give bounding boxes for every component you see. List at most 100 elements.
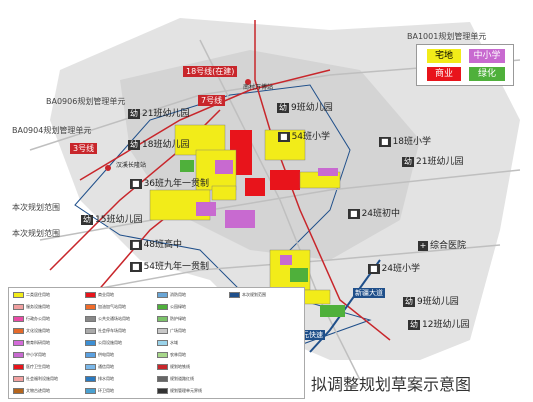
- legend-bottom-item: 文物古迹用地: [13, 388, 50, 394]
- facility-label: +综合医院: [418, 241, 467, 251]
- highway-label-2: 新元快速: [293, 330, 325, 340]
- legend-text: 规划地铁线: [170, 364, 190, 369]
- legend-commercial: 商业: [427, 67, 461, 81]
- legend-bottom-item: 社会停车场用地: [85, 328, 126, 334]
- legend-text: 中小学用地: [26, 352, 46, 357]
- legend-text: 防护绿地: [170, 316, 186, 321]
- legend-text: 水域: [170, 340, 178, 345]
- school-icon: ■: [130, 262, 142, 272]
- legend-text: 商业用地: [98, 292, 114, 297]
- legend-bottom-item: 商业用地: [85, 292, 114, 298]
- legend-text: 排水用地: [98, 376, 114, 381]
- legend-text: 通信用地: [98, 364, 114, 369]
- legend-text: 教育科研用地: [26, 340, 50, 345]
- school-icon: ■: [130, 240, 142, 250]
- facility-label: ■18班小学: [379, 137, 432, 147]
- legend-bottom-item: 医疗卫生用地: [13, 364, 50, 370]
- legend-text: 广场用地: [170, 328, 186, 333]
- legend-bottom-item: 规划地铁线: [157, 364, 190, 370]
- legend-text: 行政办公用地: [26, 316, 50, 321]
- metro-line-3-label: 3号线: [70, 143, 98, 154]
- legend-text: 文化设施用地: [26, 328, 50, 333]
- legend-bottom-item: 供电用地: [85, 352, 114, 358]
- highway-line: [309, 259, 381, 353]
- school-icon: ■: [348, 209, 360, 219]
- legend-bottom-item: 文化设施用地: [13, 328, 50, 334]
- legend-bottom-item: 行政办公用地: [13, 316, 50, 322]
- legend-swatch: [85, 328, 96, 334]
- legend-bottom-item: 防护绿地: [157, 316, 186, 322]
- legend-bottom-item: 加油加气站用地: [85, 304, 126, 310]
- facility-label: ■24班小学: [368, 264, 421, 274]
- top-legend: 宅地 中小学 商业 绿化: [416, 44, 514, 86]
- legend-text: 文物古迹用地: [26, 388, 50, 393]
- legend-residential: 宅地: [427, 49, 461, 63]
- legend-swatch: [157, 316, 168, 322]
- legend-text: 二类居住用地: [26, 292, 50, 297]
- facility-label: ■24班初中: [348, 209, 401, 219]
- map-caption: 拟调整规划草案示意图: [311, 375, 472, 394]
- legend-swatch: [13, 304, 24, 310]
- legend-text: 环卫用地: [98, 388, 114, 393]
- legend-text: 消防用地: [170, 292, 186, 297]
- legend-swatch: [13, 352, 24, 358]
- legend-bottom-item: 规划管理单元界线: [157, 388, 202, 394]
- unit-label-ba1001: BA1001规划管理单元: [407, 32, 487, 41]
- legend-text: 服务设施用地: [26, 304, 50, 309]
- legend-swatch: [85, 388, 96, 394]
- legend-bottom-item: 规划道路红线: [157, 376, 194, 382]
- legend-text: 公共交通场站用地: [98, 316, 130, 321]
- legend-swatch: [157, 376, 168, 382]
- legend-swatch: [13, 364, 24, 370]
- legend-swatch: [13, 376, 24, 382]
- legend-swatch: [157, 328, 168, 334]
- scope-label-1: 本次规划范围: [12, 203, 60, 212]
- legend-swatch: [13, 328, 24, 334]
- legend-bottom-item: 消防用地: [157, 292, 186, 298]
- legend-swatch: [85, 352, 96, 358]
- legend-bottom-item: 二类居住用地: [13, 292, 50, 298]
- legend-bottom-item: 排水用地: [85, 376, 114, 382]
- legend-bottom-item: 农林用地: [157, 352, 186, 358]
- legend-bottom-item: 中小学用地: [13, 352, 46, 358]
- legend-bottom-item: 公共交通场站用地: [85, 316, 130, 322]
- legend-swatch: [157, 340, 168, 346]
- legend-bottom-item: 公用设施用地: [85, 340, 122, 346]
- legend-swatch: [85, 376, 96, 382]
- school-icon: ■: [379, 137, 391, 147]
- legend-swatch: [85, 304, 96, 310]
- scope-label-2: 本次规划范围: [12, 229, 60, 238]
- legend-text: 农林用地: [170, 352, 186, 357]
- school-icon: ■: [130, 179, 142, 189]
- metro-line-18-label: 18号线(在建): [183, 66, 238, 77]
- facility-label: ■48班高中: [130, 240, 183, 250]
- legend-text: 社会停车场用地: [98, 328, 126, 333]
- legend-text: 医疗卫生用地: [26, 364, 50, 369]
- legend-bottom-item: 公园绿地: [157, 304, 186, 310]
- highway-label-1: 新疆大道: [353, 288, 385, 298]
- school-icon: ■: [278, 132, 290, 142]
- legend-swatch: [157, 364, 168, 370]
- legend-text: 加油加气站用地: [98, 304, 126, 309]
- legend-bottom-item: 水域: [157, 340, 178, 346]
- legend-bottom-item: 服务设施用地: [13, 304, 50, 310]
- legend-bottom-item: 环卫用地: [85, 388, 114, 394]
- legend-school: 中小学: [469, 49, 505, 63]
- facility-label: ■54班九年一贯制: [130, 262, 210, 272]
- legend-swatch: [229, 292, 240, 298]
- legend-swatch: [13, 292, 24, 298]
- legend-swatch: [85, 340, 96, 346]
- legend-text: 规划管理单元界线: [170, 388, 202, 393]
- legend-bottom-item: 教育科研用地: [13, 340, 50, 346]
- legend-bottom-item: 通信用地: [85, 364, 114, 370]
- legend-swatch: [157, 352, 168, 358]
- station-label-2: 汉溪长隆站: [116, 162, 147, 169]
- legend-text: 公用设施用地: [98, 340, 122, 345]
- legend-swatch: [85, 292, 96, 298]
